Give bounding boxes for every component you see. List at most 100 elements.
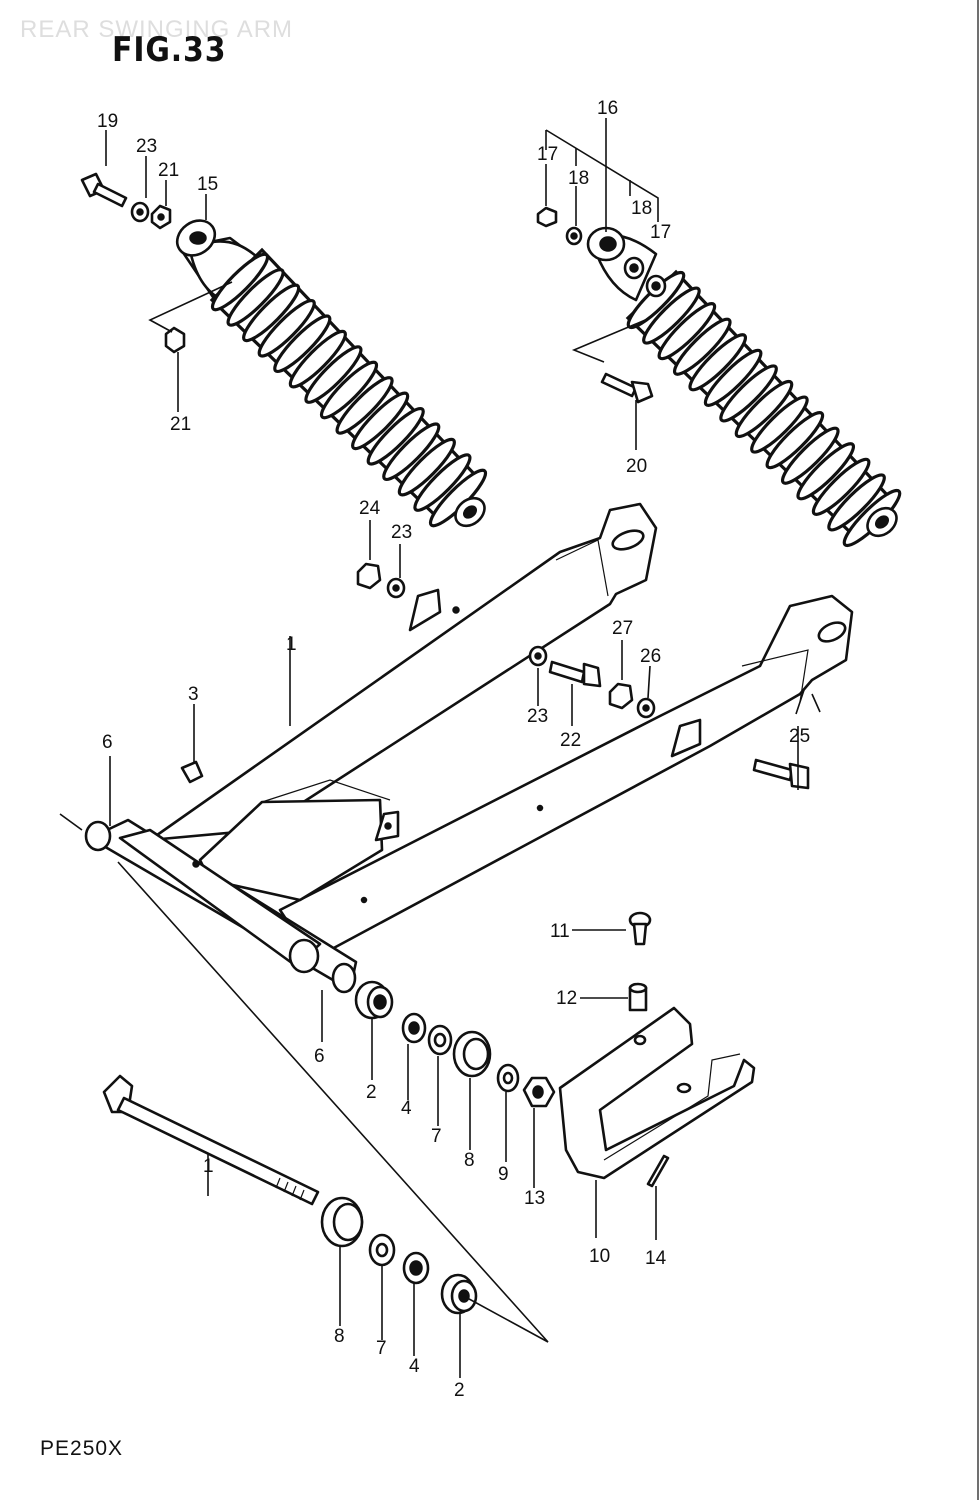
- callout-8: 8: [334, 1326, 345, 1347]
- callout-2: 2: [366, 1082, 377, 1103]
- callout-18: 18: [631, 198, 652, 219]
- figure-label: FIG.33: [112, 30, 227, 70]
- callout-12: 12: [556, 988, 577, 1009]
- left-shock-absorber: [175, 219, 488, 528]
- spring-coil: [642, 286, 701, 345]
- callout-15: 15: [197, 174, 218, 195]
- model-code: PE250X: [40, 1437, 124, 1460]
- callout-10: 10: [589, 1246, 610, 1267]
- bolt-25: [752, 758, 810, 790]
- washer-18-right: [623, 256, 645, 280]
- seal-4-upper: [401, 1012, 427, 1044]
- callout-14: 14: [645, 1248, 667, 1269]
- spring-coil: [366, 406, 425, 466]
- cap-8-lower: [320, 1196, 364, 1248]
- spring-coil: [273, 314, 332, 374]
- callout-13: 13: [524, 1188, 545, 1209]
- spring-coil: [257, 298, 316, 358]
- bolt-19: [80, 172, 128, 208]
- nut-17-left: [536, 206, 558, 228]
- callout-17: 17: [537, 144, 558, 165]
- bearing-2-upper: [354, 980, 394, 1020]
- swing-arm: [84, 502, 854, 994]
- callout-18: 18: [568, 168, 589, 189]
- callout-27: 27: [612, 618, 633, 639]
- spring-coil: [703, 348, 763, 407]
- spring-coil: [657, 302, 717, 361]
- callout-25: 25: [789, 726, 810, 747]
- callout-8: 8: [464, 1150, 475, 1171]
- spring-coil: [351, 391, 410, 451]
- seal-4-lower: [402, 1251, 430, 1285]
- nut-27: [608, 682, 634, 710]
- callout-16: 16: [597, 98, 618, 119]
- washer-23-mid: [528, 645, 548, 667]
- washer-7-lower: [368, 1233, 396, 1267]
- callout-21: 21: [158, 160, 179, 181]
- callout-7: 7: [376, 1338, 387, 1359]
- spring-coil: [765, 411, 825, 470]
- callout-23: 23: [391, 522, 412, 543]
- grease-nipple-3: [180, 760, 204, 784]
- bearing-2-lower: [440, 1273, 478, 1315]
- callout-1: 1: [203, 1156, 214, 1177]
- callout-7: 7: [431, 1126, 442, 1147]
- callout-9: 9: [498, 1164, 509, 1185]
- washer-23-upper: [130, 201, 150, 223]
- spring-coil: [780, 426, 840, 485]
- spring-coil: [672, 317, 732, 376]
- washer-23-top: [386, 577, 406, 599]
- callout-numbers: 19 23 21 15 21 16 17 18 18 17 20 24 23 2…: [97, 98, 810, 1401]
- spring-coil: [242, 283, 301, 343]
- nut-21-lower: [164, 326, 186, 354]
- cap-8-upper: [452, 1030, 492, 1078]
- callout-19: 19: [97, 111, 118, 132]
- nut-21-upper: [150, 204, 172, 230]
- spring-coil: [719, 364, 778, 423]
- washer-7-upper: [427, 1024, 453, 1056]
- callout-22: 22: [560, 730, 581, 751]
- spring-coil: [382, 422, 441, 482]
- bolt-20: [600, 372, 654, 404]
- screw-11: [628, 911, 652, 946]
- callout-2: 2: [454, 1380, 465, 1401]
- leader-lines: [105, 118, 799, 1378]
- spring-coil: [750, 395, 809, 454]
- callout-4: 4: [409, 1356, 420, 1377]
- callout-20: 20: [626, 456, 647, 477]
- spring-coil: [413, 453, 472, 512]
- faded-section-title: REAR SWINGING ARM: [20, 16, 294, 43]
- spring-coil: [734, 379, 794, 439]
- collar-12: [628, 982, 648, 1012]
- callout-3: 3: [188, 684, 199, 705]
- callout-26: 26: [640, 646, 661, 667]
- callout-24: 24: [359, 498, 381, 519]
- spring-coil: [397, 437, 456, 497]
- spring-coil: [288, 329, 347, 389]
- spring-coil: [811, 457, 871, 516]
- spring-coil: [304, 345, 363, 404]
- cotter-pin-14: [646, 1154, 670, 1188]
- spring-coil: [688, 333, 748, 392]
- callout-23: 23: [527, 706, 548, 727]
- spring-coil: [210, 252, 270, 312]
- spring-coil: [319, 360, 379, 420]
- callout-4: 4: [401, 1098, 412, 1119]
- nut-24: [356, 562, 382, 590]
- chain-buffer-10: [558, 1006, 756, 1180]
- callout-6: 6: [102, 732, 113, 753]
- callout-11: 11: [550, 921, 570, 942]
- callout-17: 17: [650, 222, 671, 243]
- washer-26: [636, 697, 656, 719]
- pivot-bolt-1: [102, 1074, 320, 1206]
- spring-coil: [796, 442, 856, 501]
- spring-coil: [226, 268, 285, 327]
- washer-18-left: [565, 226, 583, 246]
- washer-9: [496, 1063, 520, 1093]
- bolt-22: [548, 660, 602, 688]
- callout-1: 1: [286, 634, 297, 655]
- callout-6: 6: [314, 1046, 325, 1067]
- callout-21: 21: [170, 414, 191, 435]
- nut-17-right: [645, 274, 667, 298]
